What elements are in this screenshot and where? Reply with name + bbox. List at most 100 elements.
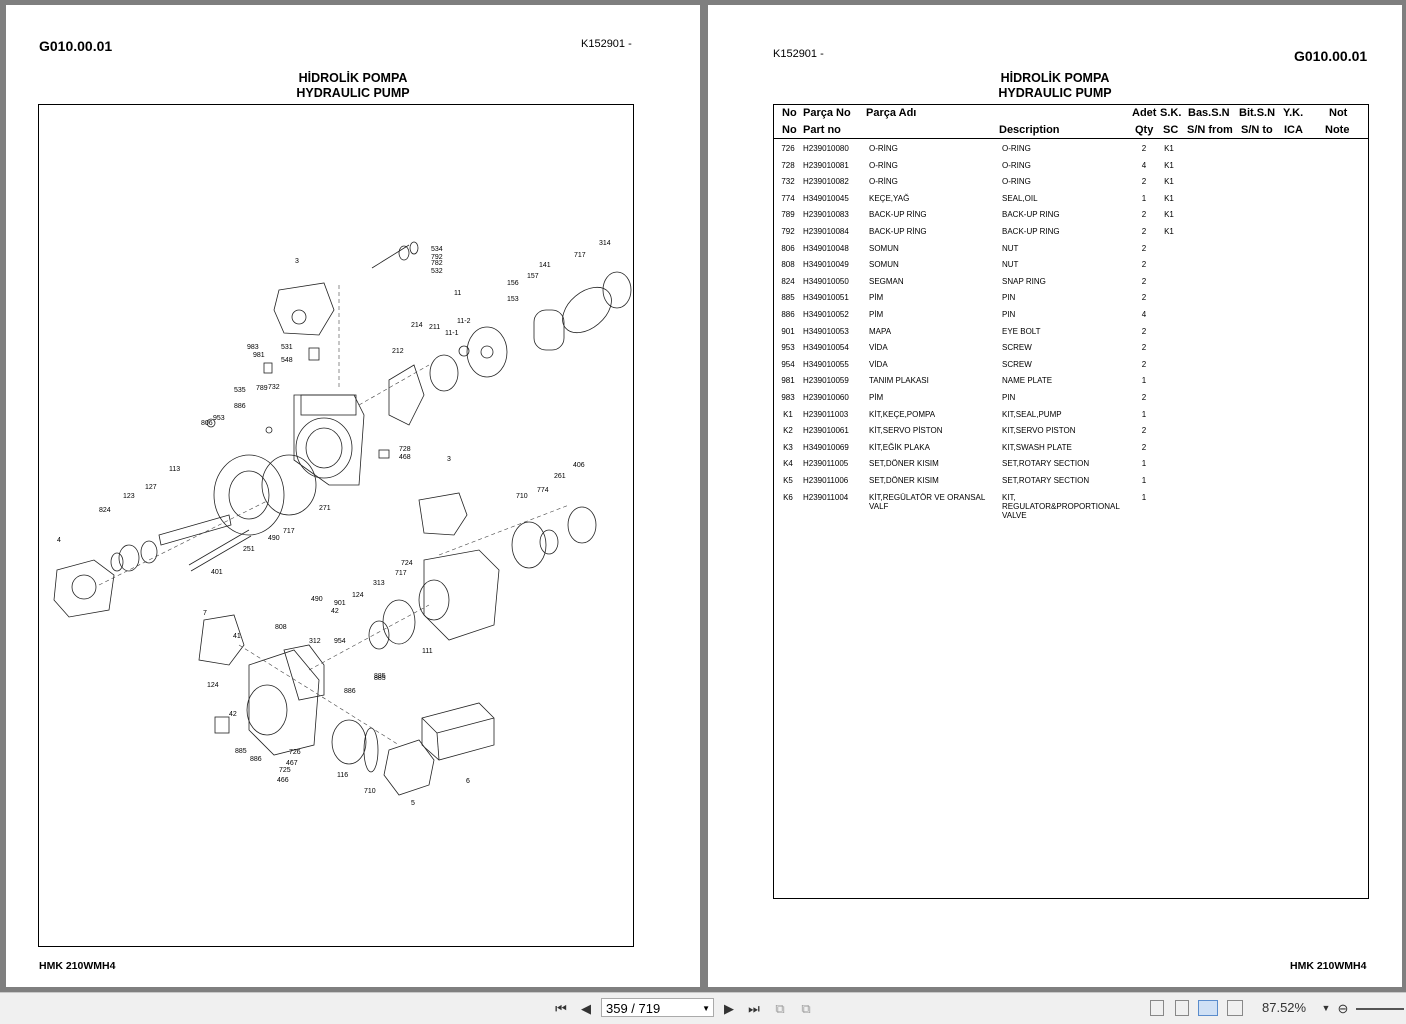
part-callout: 981	[253, 352, 265, 359]
cell-qty: 2	[1141, 227, 1147, 236]
cell-desc: KIT,SWASH PLATE	[1002, 442, 1072, 452]
first-page-icon[interactable]: ⏮	[555, 1001, 567, 1016]
zoom-out-icon[interactable]: ⊖	[1337, 1001, 1349, 1016]
part-callout: 710	[516, 493, 528, 500]
last-page-icon[interactable]: ⏭	[748, 1001, 760, 1016]
cell-sc: K1	[1164, 210, 1174, 220]
cell-desc: EYE BOLT	[1002, 326, 1041, 336]
part-callout: 314	[599, 240, 611, 247]
cell-desc: KIT,SERVO PISTON	[1002, 426, 1076, 436]
single-page-icon[interactable]	[1150, 1000, 1164, 1016]
cell-part: H239011006	[803, 476, 849, 485]
cell-no: K6	[783, 492, 793, 502]
next-page-icon[interactable]: ▶	[724, 1001, 734, 1016]
part-callout: 806	[201, 420, 213, 427]
part-callout: 532	[431, 268, 443, 275]
part-callout: 728	[399, 446, 411, 453]
cell-desc: O-RING	[1002, 177, 1031, 187]
th-qty-tr: Adet	[1132, 107, 1157, 119]
cell-part: H349010050	[803, 276, 849, 286]
continuous-icon[interactable]	[1175, 1000, 1189, 1016]
page-number-input[interactable]: 359 / 719 ▼	[601, 998, 714, 1017]
th-note-en: Note	[1325, 124, 1350, 136]
th-qty-en: Qty	[1135, 124, 1154, 136]
two-page-continuous-icon[interactable]	[1227, 1000, 1243, 1016]
copy-icon[interactable]: ⧉	[801, 1001, 811, 1016]
right-page-title-tr: HİDROLİK POMPA	[1000, 71, 1110, 85]
cell-no: 983	[781, 393, 795, 402]
cell-qty: 1	[1141, 193, 1147, 203]
cell-qty: 4	[1141, 310, 1147, 319]
part-callout: 212	[392, 348, 404, 355]
cell-adi: VİDA	[869, 343, 888, 353]
cell-sc: K1	[1164, 160, 1174, 170]
cell-part: H239011004	[803, 492, 849, 502]
cell-qty: 1	[1141, 459, 1147, 469]
part-callout: 886	[344, 688, 356, 695]
part-callout: 3	[295, 258, 299, 265]
part-callout: 710	[364, 788, 376, 795]
part-callout: 111	[422, 648, 433, 655]
part-callout: 5	[411, 800, 415, 807]
th-from-en: S/N from	[1187, 124, 1233, 136]
part-callout: 313	[373, 580, 385, 587]
part-callout: 127	[145, 484, 157, 491]
cell-adi: SOMUN	[869, 260, 899, 270]
cell-desc: SEAL,OIL	[1002, 193, 1038, 203]
cell-adi: SOMUN	[869, 243, 899, 253]
part-callout: 7	[203, 610, 207, 617]
part-callout: 548	[281, 357, 293, 364]
cell-no: 886	[781, 310, 795, 319]
part-callout: 885	[374, 675, 386, 682]
cell-qty: 2	[1141, 343, 1147, 353]
cell-adi: KİT,EĞİK PLAKA	[869, 442, 930, 452]
cell-adi: BACK-UP RİNG	[869, 210, 927, 220]
cell-qty: 2	[1141, 177, 1147, 187]
cell-part: H349010045	[803, 193, 849, 203]
cell-sc: K1	[1164, 193, 1174, 203]
part-callout: 41	[233, 633, 241, 640]
cell-no: 954	[781, 359, 795, 369]
parts-table: No Parça No Parça Adı Adet S.K. Bas.S.N …	[773, 104, 1369, 899]
cell-no: 981	[781, 376, 795, 386]
prev-page-icon[interactable]: ◀	[581, 1001, 591, 1016]
cell-qty: 2	[1141, 393, 1147, 402]
part-callout: 468	[399, 454, 411, 461]
right-page-serial: K152901 -	[773, 48, 824, 60]
part-callout: 717	[574, 252, 586, 259]
th-to-en: S/N to	[1241, 124, 1273, 136]
part-callout: 141	[539, 262, 551, 269]
two-page-icon[interactable]	[1198, 1000, 1218, 1016]
zoom-slider[interactable]	[1356, 1008, 1404, 1010]
zoom-menu-icon[interactable]: ▼	[1321, 1003, 1331, 1013]
part-callout: 885	[374, 673, 386, 680]
zoom-level[interactable]: 87.52%	[1262, 1000, 1307, 1015]
rotate-icon[interactable]: ⧉	[775, 1001, 785, 1016]
part-callout: 153	[507, 296, 519, 303]
cell-qty: 2	[1141, 243, 1147, 253]
part-callout: 732	[268, 384, 280, 391]
part-callout: 261	[554, 473, 566, 480]
chevron-down-icon[interactable]: ▼	[702, 1004, 710, 1013]
cell-adi: O-RİNG	[869, 144, 898, 153]
cell-desc: SCREW	[1002, 343, 1032, 353]
cell-qty: 1	[1141, 476, 1147, 485]
page-number-value: 359 / 719	[606, 1001, 661, 1016]
part-callout: 124	[352, 592, 364, 599]
part-callout: 726	[289, 749, 301, 756]
part-callout: 157	[527, 273, 539, 280]
cell-desc: KIT,SEAL,PUMP	[1002, 409, 1062, 419]
cell-qty: 2	[1141, 442, 1147, 452]
cell-part: H239010061	[803, 426, 849, 436]
part-callout: 11-2	[457, 318, 471, 325]
th-no-tr: No	[782, 107, 797, 119]
part-callout: 42	[229, 711, 237, 718]
